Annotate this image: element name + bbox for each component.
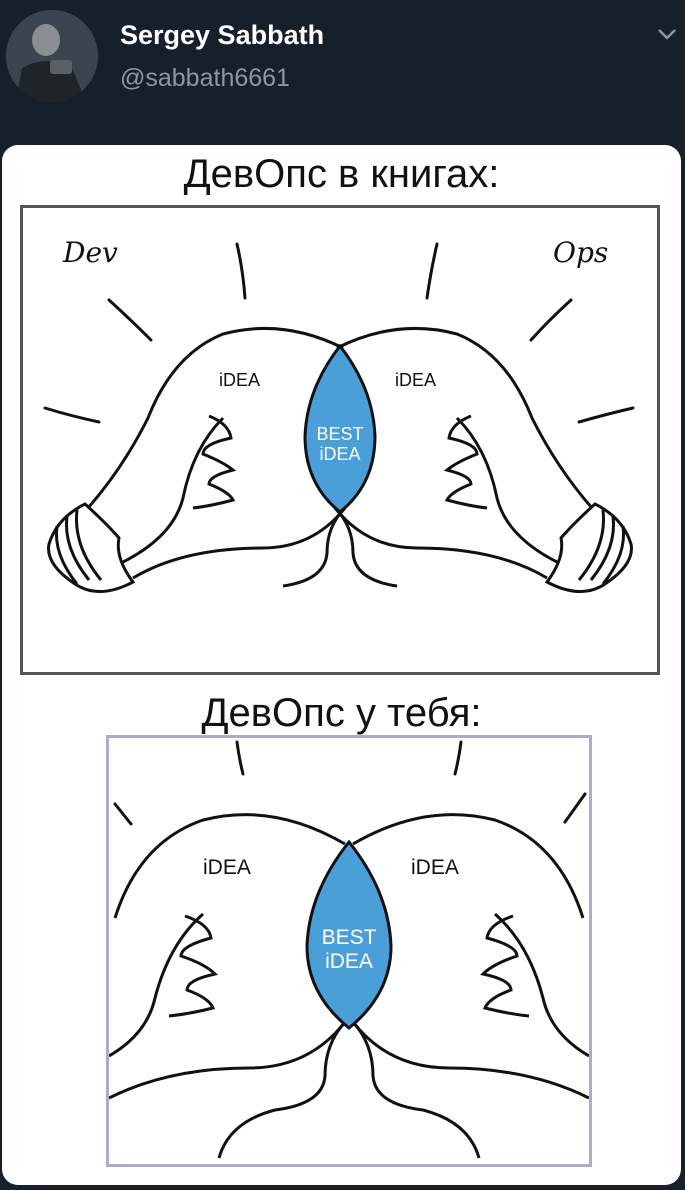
- user-handle[interactable]: @sabbath6661: [120, 64, 290, 92]
- best-text-zoomed: BEST: [322, 926, 377, 949]
- best-text: BEST: [316, 424, 363, 444]
- avatar[interactable]: [6, 10, 98, 102]
- label-ops: Ops: [553, 236, 608, 269]
- meme-panel-yours: iDEA iDEA BEST iDEA: [106, 735, 592, 1167]
- caption-bottom: ДевОпс у тебя:: [201, 691, 482, 735]
- best-idea-overlap-zoomed: [305, 839, 393, 1030]
- label-dev: Dev: [62, 236, 118, 269]
- bulb-left-text: iDEA: [219, 370, 260, 390]
- caption-top: ДевОпс в книгах:: [183, 152, 500, 196]
- idea-text-zoomed: iDEA: [325, 950, 373, 973]
- display-name[interactable]: Sergey Sabbath: [120, 20, 325, 50]
- idea-text: iDEA: [319, 444, 360, 464]
- tweet-header: Sergey Sabbath @sabbath6661: [0, 0, 685, 140]
- meme-panel-books: Dev Ops iDEA iDEA BEST iDEA: [20, 205, 660, 675]
- best-idea-overlap: [303, 343, 377, 514]
- bulb-right-text-zoomed: iDEA: [411, 856, 459, 879]
- chevron-down-icon[interactable]: [656, 26, 678, 42]
- tweet-media-card[interactable]: ДевОпс в книгах:: [2, 145, 681, 1185]
- bulb-right-text: iDEA: [395, 370, 436, 390]
- bulb-left-text-zoomed: iDEA: [203, 856, 251, 879]
